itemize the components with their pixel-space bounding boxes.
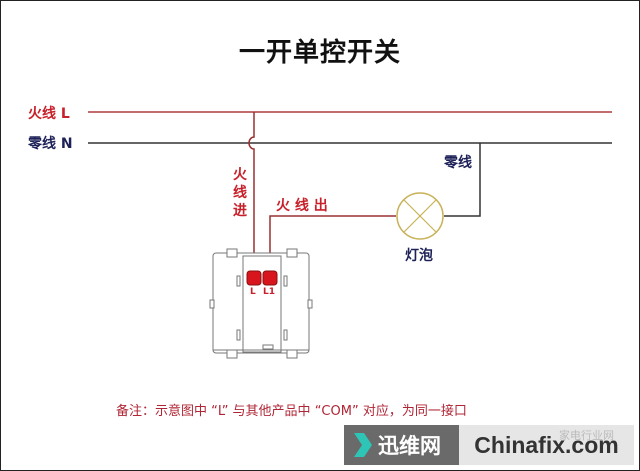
live-line-label: 火线 L [28, 106, 70, 122]
live-in-label: 火 线 进 [233, 167, 247, 219]
bulb-icon [396, 192, 444, 240]
watermark-cn: 迅维网 [378, 434, 441, 458]
live-out-wire [269, 215, 396, 262]
watermark: 迅维网 家电行业网 Chinafix.com [344, 425, 634, 465]
terminal-l1-label: L1 [263, 287, 275, 297]
page-title: 一开单控开关 [238, 38, 401, 68]
watermark-en: Chinafix.com [474, 431, 619, 458]
live-out-label: 火 线 出 [276, 198, 328, 214]
neutral-line-label: 零线 N [28, 136, 73, 152]
footnote: 备注：示意图中 “L” 与其他产品中 “COM” 对应，为同一接口 [116, 404, 467, 419]
switch-icon [209, 248, 313, 359]
terminal-l-label: L [250, 287, 256, 297]
chevron-right-icon [354, 433, 372, 457]
neutral-to-lamp-wire [444, 143, 481, 217]
neutral-to-lamp-label: 零线 [444, 155, 472, 171]
switch-terminals [246, 270, 278, 286]
live-in-wire [248, 112, 255, 262]
watermark-faint: 家电行业网 [559, 429, 614, 442]
bulb-label: 灯泡 [405, 248, 433, 264]
